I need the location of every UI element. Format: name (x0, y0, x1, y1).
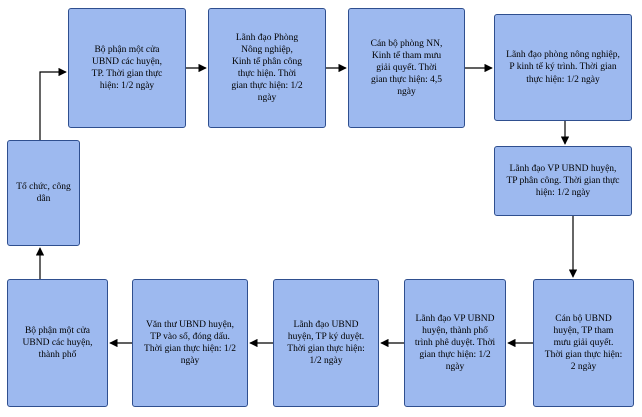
step-agri-leader-assign-label: Lãnh đạo Phòng Nông nghiệp, Kinh tế phân… (231, 32, 303, 104)
step-district-leader-approve-label: Lãnh đạo UBND huyện, TP ký duyệt. Thời g… (287, 319, 365, 367)
step-one-stop-receive: Bộ phận một cửa UBND các huyện, TP. Thời… (68, 8, 186, 128)
step-citizen-label: Tổ chức, công dân (16, 181, 71, 204)
step-district-leader-approve: Lãnh đạo UBND huyện, TP ký duyệt. Thời g… (273, 279, 379, 407)
step-one-stop-receive-label: Bộ phận một cửa UBND các huyện, TP. Thời… (91, 44, 163, 92)
step-office-leader-submit-label: Lãnh đạo VP UBND huyện, thành phố trình … (414, 313, 496, 373)
step-office-leader-assign: Lãnh đạo VP UBND huyện, TP phân công. Th… (494, 146, 632, 216)
step-agri-leader-sign: Lãnh đạo phòng nông nghiệp, P kinh tế ký… (494, 14, 632, 121)
step-agri-staff-advise: Cán bộ phòng NN, Kinh tế tham mưu giải q… (348, 8, 465, 128)
step-office-leader-submit: Lãnh đạo VP UBND huyện, thành phố trình … (404, 279, 506, 407)
step-clerk-stamp: Văn thư UBND huyện, TP vào sổ, đóng dấu.… (132, 279, 248, 407)
step-one-stop-return: Bộ phận một cửa UBND các huyện, thành ph… (7, 279, 108, 407)
step-agri-leader-sign-label: Lãnh đạo phòng nông nghiệp, P kinh tế ký… (506, 50, 620, 85)
step-district-staff-advise-label: Cán bộ UBND huyện, TP tham mưu giải quyế… (544, 313, 623, 373)
step-office-leader-assign-label: Lãnh đạo VP UBND huyện, TP phân công. Th… (506, 163, 620, 199)
arrow-citizen-to-receive (39, 67, 67, 140)
step-agri-staff-advise-label: Cán bộ phòng NN, Kinh tế tham mưu giải q… (370, 38, 443, 98)
step-agri-leader-assign: Lãnh đạo Phòng Nông nghiệp, Kinh tế phân… (208, 8, 326, 128)
step-one-stop-return-label: Bộ phận một cửa UBND các huyện, thành ph… (22, 325, 93, 361)
step-clerk-stamp-label: Văn thư UBND huyện, TP vào sổ, đóng dấu.… (144, 319, 236, 367)
step-citizen: Tổ chức, công dân (7, 140, 80, 246)
step-district-staff-advise: Cán bộ UBND huyện, TP tham mưu giải quyế… (533, 279, 634, 407)
